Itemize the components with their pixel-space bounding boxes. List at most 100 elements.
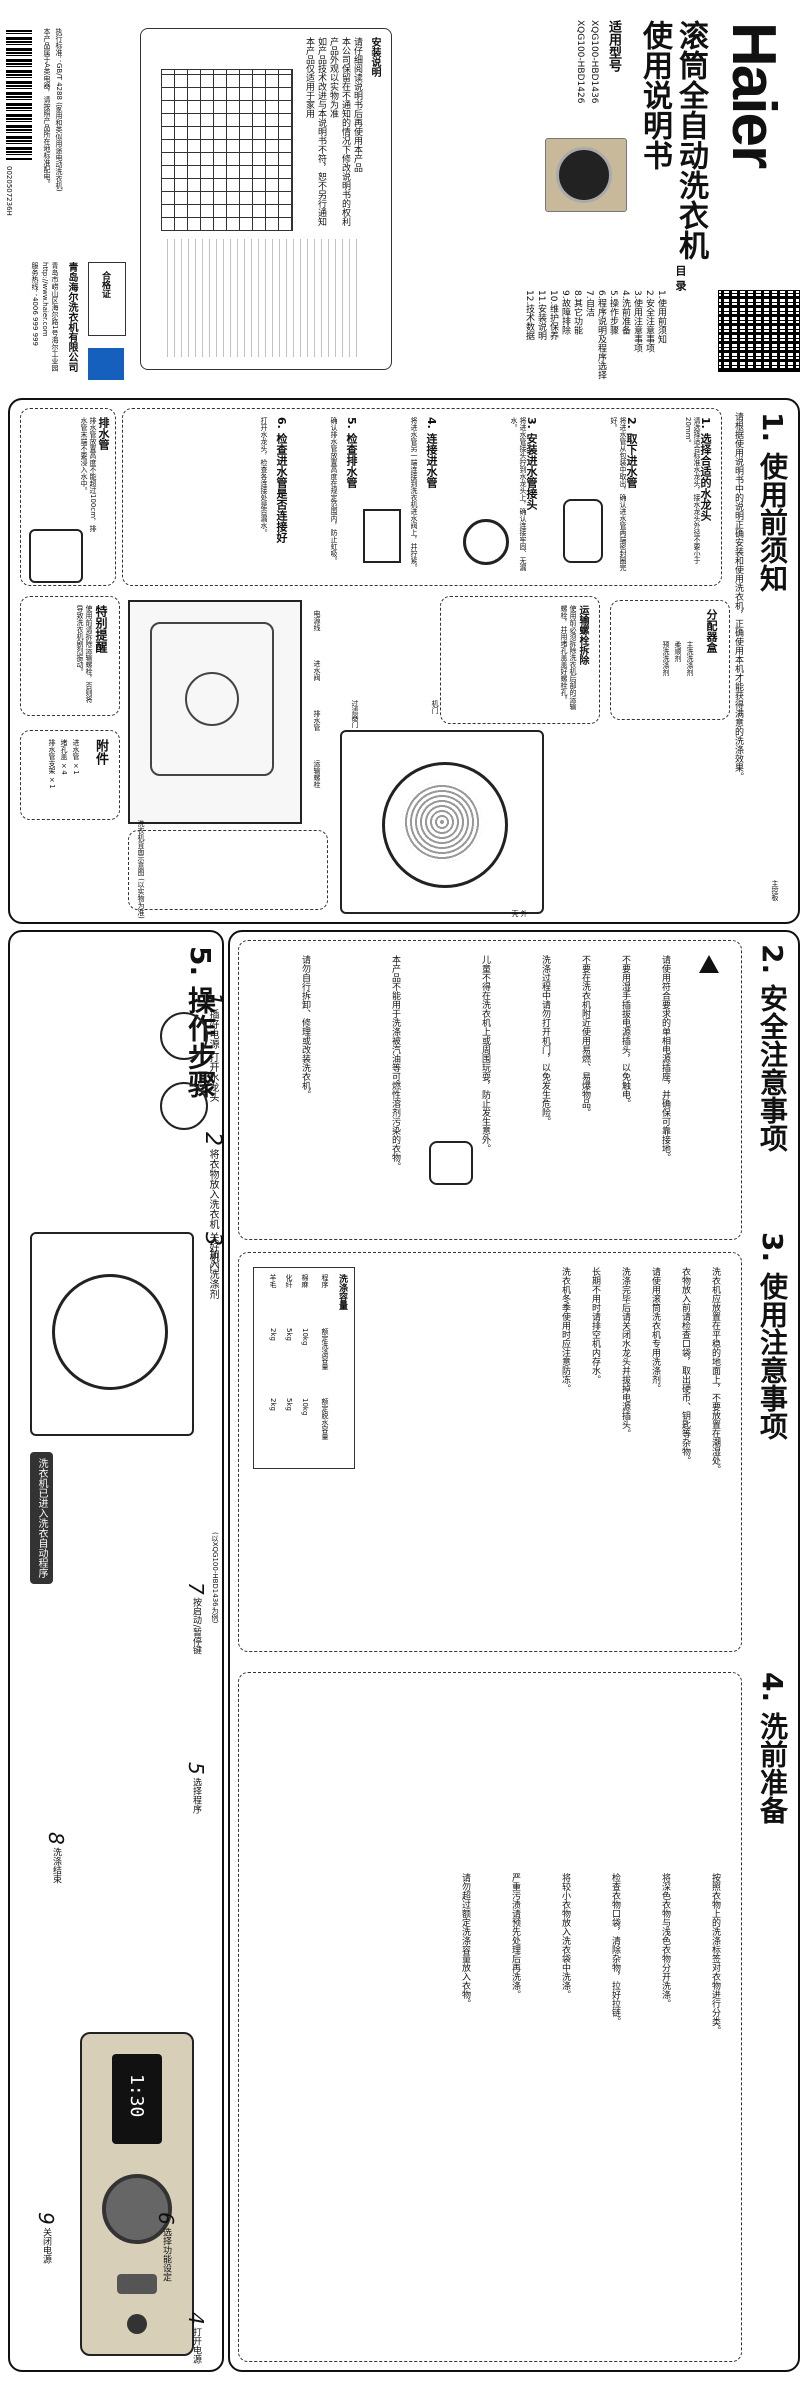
start-pause-button[interactable] bbox=[117, 2274, 157, 2294]
notice-item: 产品外观以实物为准 bbox=[328, 37, 338, 118]
capacity-head: 额定脱水容量 bbox=[321, 1398, 329, 1440]
section-4-title: 4. 洗前准备 bbox=[756, 1672, 789, 1824]
toc-item[interactable]: 6.程序说明及程序选择 bbox=[596, 290, 606, 380]
op-step-text: 加入洗涤剂 bbox=[207, 1249, 218, 1300]
section-5-panel: 5. 操作步骤 1 插好电源 打开水龙头 2 将衣物放入洗衣机 关好机门 3 加… bbox=[8, 930, 225, 2372]
cover-strip: Haier 滚筒全自动洗衣机 使用说明书 适用型号 XQG100-HBD1436… bbox=[0, 0, 808, 395]
tip-box: 特别提醒 使用前请拆除运输螺栓，否则将导致洗衣机剧烈振动。 bbox=[20, 596, 120, 716]
step-text: 确认排水管放置高度在规定范围内，防止虹吸。 bbox=[330, 417, 338, 564]
op-step-text: 选择程序 bbox=[191, 1777, 201, 1814]
step-text: 将进水管接头拧到水龙头上，确认连接牢固、无漏水。 bbox=[510, 417, 527, 571]
section-4-box: 按照衣物上的洗涤标签对衣物进行分类。 将深色衣物与浅色衣物分开洗涤。 检查衣物口… bbox=[238, 1672, 742, 2362]
capacity-cell: 10kg bbox=[301, 1398, 309, 1416]
step-text: 请选择适合标准水龙头，接水龙头外径不要小于20mm。 bbox=[684, 417, 701, 564]
front-label: 主控板 bbox=[771, 880, 779, 901]
toc-item[interactable]: 8.其它功能 bbox=[572, 290, 582, 335]
detergent-item: 柔顺剂 bbox=[674, 641, 682, 662]
front-label: 过滤器门 bbox=[351, 700, 359, 728]
model-2: XQG100-HBD1426 bbox=[575, 20, 585, 104]
model-note: (以XQG100-HBD1436为例) bbox=[211, 1532, 219, 1624]
notice-item: 请仔细阅读说明书后再使用本产品 bbox=[352, 37, 362, 172]
accessory-item: 堵孔盖 ×4 bbox=[60, 739, 68, 775]
prep-note: 严重污渍请预先处理后再洗涤。 bbox=[510, 1873, 520, 1999]
toc-item[interactable]: 7.自洁 bbox=[584, 290, 594, 317]
prohibit-icon bbox=[695, 1001, 717, 1023]
op-step: 3 加入洗涤剂 bbox=[200, 1232, 225, 1299]
section-1-title: 1. 使用前须知 bbox=[756, 412, 789, 592]
drain-text: 排水管放置高度不能超过100cm，排水管末端不要浸入水中。 bbox=[80, 417, 97, 533]
section-1-subtitle: 请根据使用说明书中的说明正确安装和使用洗衣机，正确使用本机才能获得满意的洗涤效果… bbox=[733, 412, 743, 781]
safety-note: 请勿自行拆卸、修理或改装洗衣机。 bbox=[300, 955, 310, 1099]
company-website[interactable]: http://www.haier.com bbox=[41, 262, 49, 337]
program-callout: 洗衣机已进入洗衣自动程序 bbox=[30, 1452, 53, 1584]
op-step-text: 选择功能设定 bbox=[161, 2227, 171, 2282]
op-step: 6 选择功能设定 bbox=[154, 2212, 178, 2282]
caution-icon bbox=[699, 955, 719, 973]
machine-front-view bbox=[340, 730, 544, 914]
model-label: 适用型号 bbox=[606, 20, 621, 72]
op-step-text: 洗涤结束 bbox=[51, 1847, 61, 1884]
capacity-cell: 5kg bbox=[285, 1398, 293, 1411]
op-step-num: 7 bbox=[184, 1582, 208, 1595]
section-2-title: 2. 安全注意事项 bbox=[756, 944, 789, 1152]
service-hotline: 服务热线：4006 999 999 bbox=[31, 262, 39, 346]
program-knob[interactable] bbox=[102, 2174, 172, 2244]
drain-illustration bbox=[29, 529, 83, 583]
transport-text: 使用前必须拆除洗衣机后部的运输螺栓，并用堵孔盖盖好螺栓孔。 bbox=[560, 605, 577, 710]
op-step-num: 6 bbox=[154, 2212, 178, 2225]
display-screen: 1:30 bbox=[112, 2054, 162, 2144]
toc-item[interactable]: 9.故障排除 bbox=[560, 290, 570, 335]
toc-item[interactable]: 11.安装说明 bbox=[536, 290, 546, 341]
certificate-box: 合格证 bbox=[88, 262, 126, 336]
brand-logo: Haier bbox=[719, 22, 788, 168]
cert-label: 合格证 bbox=[100, 271, 110, 298]
capacity-cell: 10kg bbox=[301, 1328, 309, 1346]
parts-list: 电源线 进水阀 排水管 运输螺栓 bbox=[302, 600, 332, 820]
toc-item[interactable]: 4.洗前准备 bbox=[620, 290, 630, 335]
machine-drum bbox=[402, 782, 482, 862]
tip-text: 使用前请拆除运输螺栓，否则将导致洗衣机剧烈振动。 bbox=[76, 605, 93, 703]
safety-note: 不要用湿手插拔电源插头，以免触电。 bbox=[620, 955, 630, 1108]
part-label: 运输螺栓 bbox=[313, 760, 321, 788]
section-3-title: 3. 使用注意事项 bbox=[756, 1232, 789, 1440]
prep-note: 检查衣物口袋，清除杂物，拉好拉链。 bbox=[610, 1873, 620, 2026]
op-step-num: 8 bbox=[44, 1832, 68, 1845]
op-step-num: 5 bbox=[184, 1762, 208, 1775]
usage-note: 洗涤完毕后请关闭水龙头并拔掉电源插头。 bbox=[620, 1267, 630, 1438]
step-label: 1. 选择合适的水龙头 bbox=[699, 417, 712, 521]
toc-item[interactable]: 2.安全注意事项 bbox=[644, 290, 654, 353]
product-image bbox=[545, 138, 627, 212]
step-label: 4. 连接进水管 bbox=[425, 417, 438, 488]
op-step: 9 关闭电源 bbox=[34, 2212, 58, 2264]
safety-note: 不要在洗衣机附近使用易燃、易爆物品。 bbox=[580, 955, 590, 1117]
operation-machine bbox=[30, 1232, 194, 1436]
op-step: 8 洗涤结束 bbox=[44, 1832, 68, 1884]
toc-item[interactable]: 5.操作步骤 bbox=[608, 290, 618, 335]
usage-note: 洗衣机冬季使用时应注意防冻。 bbox=[560, 1267, 570, 1393]
front-label: 外壳 bbox=[511, 910, 528, 917]
capacity-cell: 棉麻 bbox=[301, 1274, 309, 1288]
machine-back-view bbox=[128, 600, 302, 824]
spec-notes bbox=[161, 239, 361, 357]
prep-note: 请勿超过额定洗涤容量放入衣物。 bbox=[460, 1873, 470, 2008]
op-step-text: 按启动/暂停键 bbox=[191, 1597, 201, 1655]
toc-item[interactable]: 12.技术数据 bbox=[524, 290, 534, 341]
safety-note: 儿童不得在洗衣机上或周围玩耍，防止发生意外。 bbox=[480, 955, 490, 1153]
capacity-cell: 2kg bbox=[269, 1398, 277, 1411]
toc-list: 1.使用前须知 2.安全注意事项 3.使用注意事项 4.洗前准备 5.操作步骤 … bbox=[520, 290, 670, 390]
toc-item[interactable]: 3.使用注意事项 bbox=[632, 290, 642, 353]
step-text: 打开水龙头，检查各连接处是否漏水。 bbox=[260, 417, 268, 536]
toc-item[interactable]: 10.维护保养 bbox=[548, 290, 558, 341]
connector-icon bbox=[363, 509, 401, 563]
install-steps-box: 1. 选择合适的水龙头 请选择适合标准水龙头，接水龙头外径不要小于20mm。 2… bbox=[122, 408, 722, 586]
safety-note: 请使用符合要求的单相电源插座，并确保可靠接地。 bbox=[660, 955, 670, 1162]
capacity-head: 额定洗涤容量 bbox=[321, 1328, 329, 1370]
toc-item[interactable]: 1.使用前须知 bbox=[656, 290, 666, 344]
safety-note: 洗涤过程中请勿打开机门，以免发生危险。 bbox=[540, 955, 550, 1126]
power-button[interactable] bbox=[127, 2314, 147, 2334]
capacity-cell: 羊毛 bbox=[269, 1274, 277, 1288]
accessory-title: 附件 bbox=[93, 739, 108, 765]
part-label: 电源线 bbox=[313, 610, 321, 631]
detergent-box: 分配器盒 主洗洗涤剂 柔顺剂 预洗洗涤剂 bbox=[610, 600, 730, 720]
drain-box: 排水管 排水管放置高度不能超过100cm，排水管末端不要浸入水中。 bbox=[20, 408, 116, 586]
